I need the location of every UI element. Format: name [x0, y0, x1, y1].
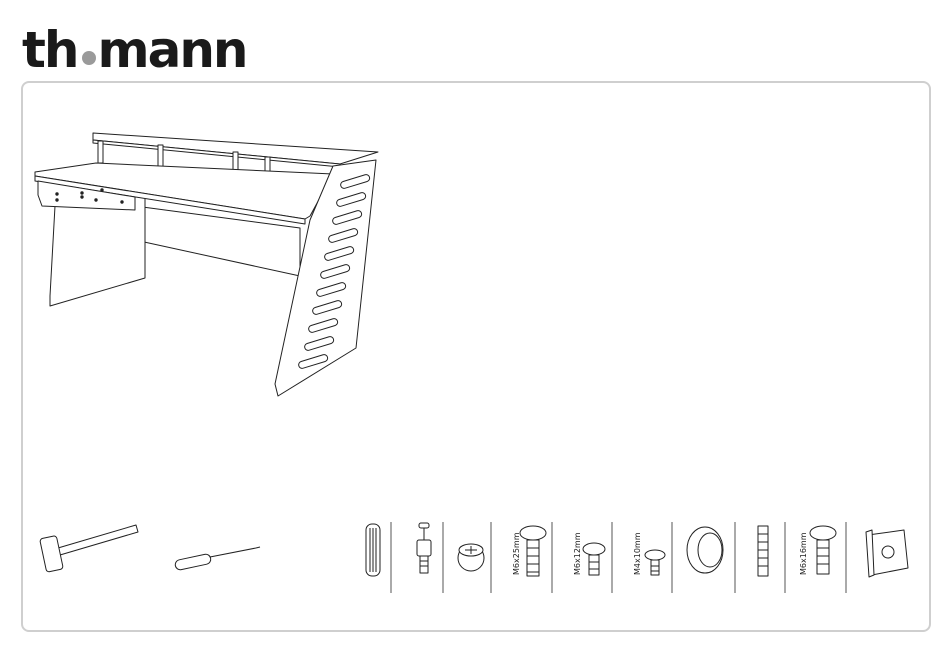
- hammer-icon: [40, 525, 138, 572]
- screw-icon: [583, 543, 605, 575]
- screw-size-label-m6x12: M6x12mm: [573, 532, 582, 575]
- rack-rail-icon: [758, 526, 768, 576]
- cable-grommet-icon: [687, 527, 723, 573]
- dowel-icon: [366, 524, 380, 576]
- cam-bolt-icon: [417, 523, 431, 573]
- screw-icon: [520, 526, 546, 576]
- screw-size-label-m6x25: M6x25mm: [512, 532, 521, 575]
- screw-icon: [645, 550, 665, 575]
- screwdriver-icon: [174, 547, 260, 571]
- screw-icon: [810, 526, 836, 574]
- screw-size-label-m6x16: M6x16mm: [799, 532, 808, 575]
- cam-lock-icon: [458, 544, 484, 571]
- cage-nut-icon: [866, 530, 908, 577]
- screw-size-label-m4x10: M4x10mm: [633, 532, 642, 575]
- studio-desk-illustration: [35, 133, 378, 396]
